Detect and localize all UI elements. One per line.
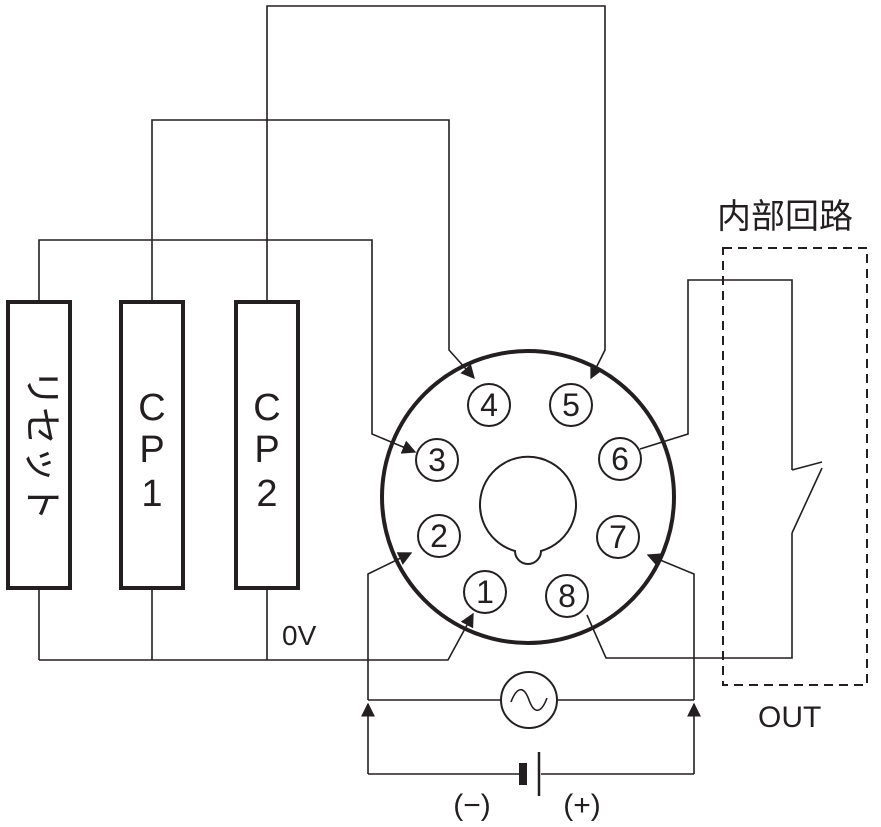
pin-4: 4 bbox=[467, 383, 511, 427]
svg-text:3: 3 bbox=[428, 442, 446, 478]
output-label: OUT bbox=[758, 701, 821, 734]
battery-symbol bbox=[519, 752, 541, 796]
cp1-input-block: C P 1 bbox=[119, 300, 185, 590]
cp1-label-1: 1 bbox=[141, 473, 162, 515]
zero-volt-drops bbox=[38, 588, 268, 660]
svg-text:6: 6 bbox=[611, 441, 629, 477]
pin-3: 3 bbox=[415, 438, 459, 482]
wire-cp2-to-pin5 bbox=[266, 5, 606, 380]
wire-zero-volt-to-pin1 bbox=[39, 612, 474, 661]
cp1-label-p: P bbox=[139, 429, 164, 471]
pin-6: 6 bbox=[598, 437, 642, 481]
wire-pin6-to-contact bbox=[639, 279, 793, 470]
svg-text:1: 1 bbox=[476, 574, 494, 610]
cp2-label-p: P bbox=[254, 429, 279, 471]
internal-circuit-box bbox=[722, 247, 868, 686]
svg-text:8: 8 bbox=[558, 578, 576, 614]
svg-text:4: 4 bbox=[480, 387, 498, 423]
cp2-label-c: C bbox=[253, 387, 280, 429]
zero-volt-label: 0V bbox=[282, 620, 317, 651]
wire-contact-to-pin8 bbox=[586, 533, 793, 659]
ac-source-symbol bbox=[500, 671, 558, 729]
wire-supply-to-pin7 bbox=[646, 553, 695, 700]
cp2-input-block: C P 2 bbox=[234, 300, 300, 590]
pin-1: 1 bbox=[463, 570, 507, 614]
output-contact-switch bbox=[791, 461, 823, 534]
pin-5: 5 bbox=[549, 383, 593, 427]
reset-input-block: リセット bbox=[6, 300, 72, 590]
svg-text:5: 5 bbox=[562, 387, 580, 423]
wire-cp1-to-pin4 bbox=[151, 119, 475, 380]
cp1-label-c: C bbox=[138, 387, 165, 429]
internal-circuit-label: 内部回路 bbox=[717, 198, 853, 236]
wire-supply-to-pin2 bbox=[367, 552, 413, 700]
pin-7: 7 bbox=[596, 515, 640, 559]
plus-label: (+) bbox=[563, 789, 601, 822]
svg-text:7: 7 bbox=[609, 519, 627, 555]
pin-8: 8 bbox=[545, 574, 589, 618]
pin-2: 2 bbox=[417, 514, 461, 558]
minus-label: (−) bbox=[453, 789, 491, 822]
socket-key-hole bbox=[479, 455, 577, 565]
cp2-label-2: 2 bbox=[256, 473, 277, 515]
octal-socket: 1 2 3 4 5 6 7 8 bbox=[380, 349, 676, 645]
svg-text:2: 2 bbox=[430, 518, 448, 554]
wire-reset-to-pin3 bbox=[38, 239, 417, 454]
reset-label: リセット bbox=[20, 369, 62, 521]
